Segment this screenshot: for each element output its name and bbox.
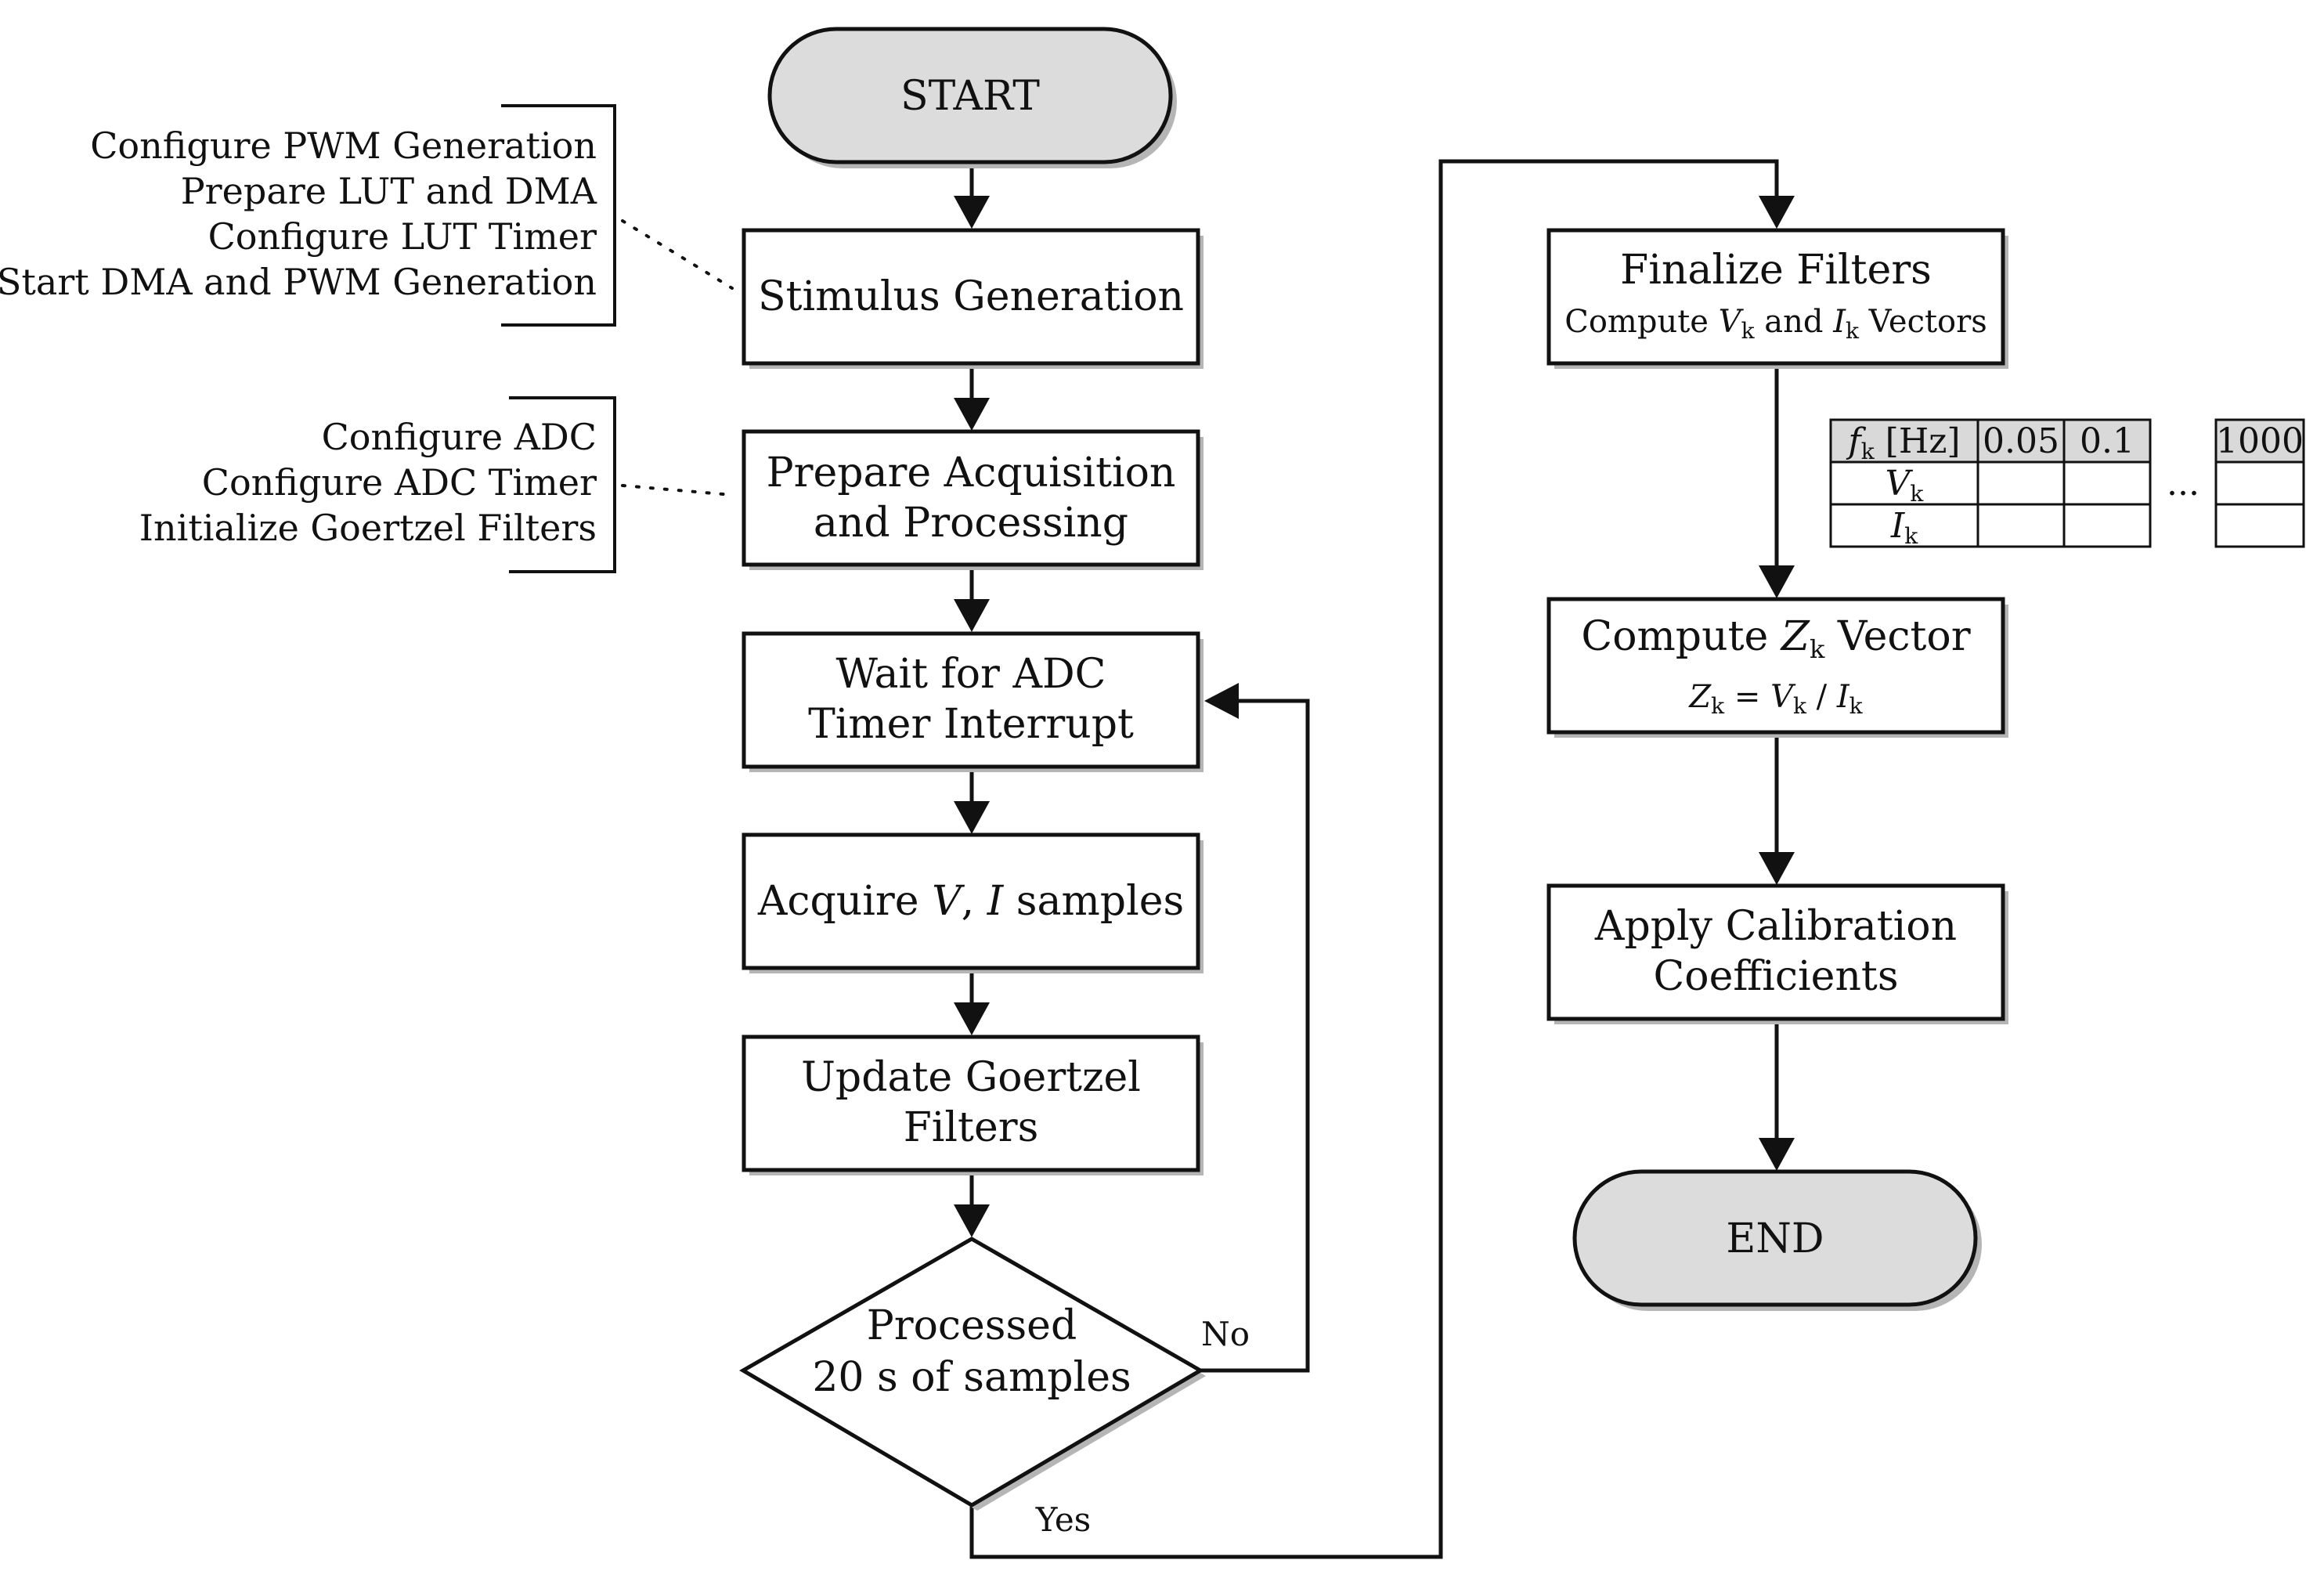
decision-label-line1: Processed: [867, 1302, 1077, 1349]
node-update-goertzel: Update Goertzel Filters: [742, 1035, 1204, 1175]
arrowhead: [1759, 196, 1795, 229]
prepare-label-line2: and Processing: [814, 500, 1128, 547]
annotation-dotted-connector: [621, 484, 734, 497]
node-wait-adc: Wait for ADC Timer Interrupt: [742, 631, 1204, 772]
node-apply-calibration: Apply Calibration Coefficients: [1546, 883, 2008, 1024]
note-configure-pwm: Configure PWM Generation: [90, 125, 597, 167]
table-cell: [1976, 460, 2066, 506]
note-configure-adc-timer: Configure ADC Timer: [202, 461, 597, 504]
stimulus-label: Stimulus Generation: [758, 273, 1184, 320]
compute-z-title: Compute Zk Vector: [1581, 613, 1970, 664]
table-freq-value: 1000: [2216, 421, 2304, 461]
node-stimulus-generation: Stimulus Generation: [742, 228, 1204, 369]
finalize-title: Finalize Filters: [1620, 247, 1932, 294]
calibration-label-line1: Apply Calibration: [1594, 903, 1957, 950]
compute-z-equation: Zk = Vk / Ik: [1687, 679, 1863, 719]
edge-label-yes: Yes: [1035, 1500, 1092, 1539]
node-decision-processed: Processed 20 s of samples: [739, 1237, 1206, 1511]
node-end: END: [1572, 1169, 1982, 1311]
table-cell: [2062, 503, 2152, 548]
note-configure-lut-timer: Configure LUT Timer: [208, 215, 597, 258]
table-row-label-v: Vk: [1886, 464, 1925, 507]
node-start: START: [767, 27, 1177, 168]
arrowhead: [1204, 683, 1239, 719]
update-label-line2: Filters: [904, 1104, 1039, 1151]
node-acquire-samples: Acquire V, I samples: [742, 832, 1204, 973]
calibration-label-line2: Coefficients: [1653, 953, 1898, 1000]
table-cell: [2062, 460, 2152, 506]
table-header-cell: [2214, 418, 2305, 464]
arrowhead: [954, 1002, 990, 1035]
arrowhead: [1759, 565, 1795, 598]
table-freq-value: 0.1: [2080, 421, 2135, 461]
table-cell: [2214, 503, 2305, 548]
annotation-dotted-connector: [621, 219, 734, 290]
decision-label-line2: 20 s of samples: [812, 1354, 1131, 1401]
arrowhead: [1759, 1138, 1795, 1171]
arrowhead: [954, 599, 990, 632]
table-cell: [1976, 503, 2066, 548]
acquire-label: Acquire V, I samples: [757, 878, 1184, 925]
arrowhead: [954, 398, 990, 431]
node-prepare-acquisition: Prepare Acquisition and Processing: [742, 429, 1204, 570]
arrowhead: [954, 801, 990, 834]
table-cell: [2214, 460, 2305, 506]
edge-no-loop: [1200, 699, 1310, 1373]
node-compute-z: Compute Zk Vector Zk = Vk / Ik: [1546, 597, 2008, 738]
table-header-frequency: fk [Hz]: [1846, 421, 1960, 464]
end-label: END: [1726, 1215, 1824, 1262]
arrowhead: [954, 196, 990, 229]
annotation-prepare: Configure ADC Configure ADC Timer Initia…: [139, 396, 734, 573]
note-initialize-goertzel: Initialize Goertzel Filters: [139, 507, 597, 549]
table-header-cell: [1976, 418, 2066, 464]
note-prepare-lut: Prepare LUT and DMA: [181, 170, 597, 212]
node-finalize-filters: Finalize Filters Compute Vk and Ik Vecto…: [1546, 228, 2008, 369]
frequency-table: fk [Hz] 0.05 0.1 1000 Vk Ik ...: [1829, 418, 2305, 549]
finalize-subtitle: Compute Vk and Ik Vectors: [1564, 304, 1987, 344]
annotation-bracket: [509, 396, 616, 573]
edge-label-no: No: [1201, 1315, 1250, 1353]
edge-yes-path: [969, 159, 1779, 1559]
table-cell: [1829, 503, 1979, 548]
update-label-line1: Update Goertzel: [801, 1054, 1141, 1101]
table-header-cell: [1829, 418, 1979, 464]
arrowhead: [1759, 852, 1795, 885]
table-freq-value: 0.05: [1983, 421, 2059, 461]
table-ellipsis: ...: [2167, 464, 2200, 504]
start-label: START: [900, 73, 1040, 120]
note-configure-adc: Configure ADC: [322, 416, 597, 458]
arrowhead: [954, 1204, 990, 1237]
edges: [954, 159, 1795, 1559]
prepare-label-line1: Prepare Acquisition: [767, 450, 1176, 497]
note-start-dma: Start DMA and PWM Generation: [0, 261, 597, 303]
annotation-bracket: [501, 104, 616, 327]
annotation-stimulus: Configure PWM Generation Prepare LUT and…: [0, 104, 734, 327]
wait-label-line2: Timer Interrupt: [808, 701, 1134, 748]
table-header-cell: [2062, 418, 2152, 464]
wait-label-line1: Wait for ADC: [836, 651, 1106, 698]
table-row-label-i: Ik: [1890, 506, 1918, 549]
